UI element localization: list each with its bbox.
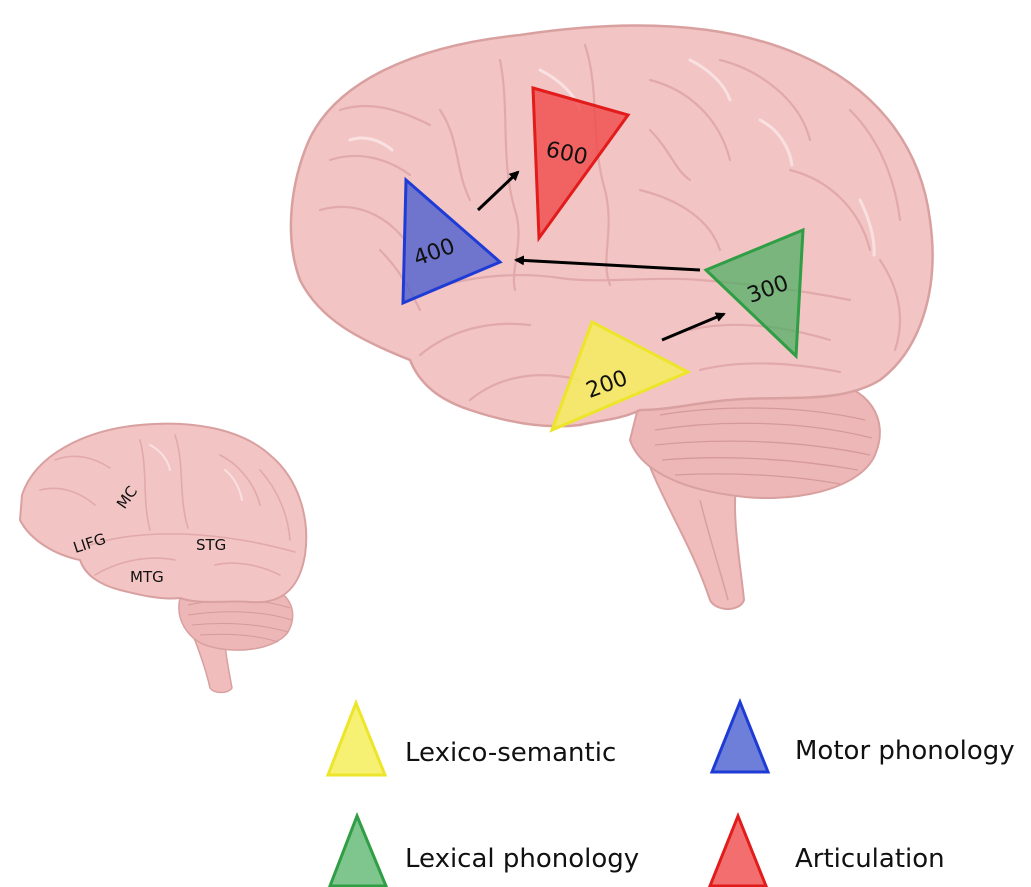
legend-label-articulation: Articulation [795, 844, 945, 874]
legend-item-lexical-phonology: Lexical phonology [330, 816, 639, 886]
legend-swatch-blue-triangle [712, 702, 768, 772]
label-stg: STG [196, 536, 226, 554]
legend-swatch-green-triangle [330, 816, 386, 886]
legend-label-motor-phonology: Motor phonology [795, 736, 1015, 766]
legend: Lexico-semantic Motor phonology Lexical … [328, 702, 1015, 886]
legend-label-lexical-phonology: Lexical phonology [405, 844, 639, 874]
legend-item-lexico-semantic: Lexico-semantic [328, 703, 616, 775]
small-brain: LIFG MC STG MTG [20, 424, 306, 693]
legend-swatch-yellow-triangle [328, 703, 385, 775]
legend-swatch-red-triangle [710, 816, 766, 886]
legend-item-articulation: Articulation [710, 816, 945, 886]
legend-item-motor-phonology: Motor phonology [712, 702, 1015, 772]
label-mtg: MTG [130, 568, 164, 586]
legend-label-lexico-semantic: Lexico-semantic [405, 738, 616, 768]
